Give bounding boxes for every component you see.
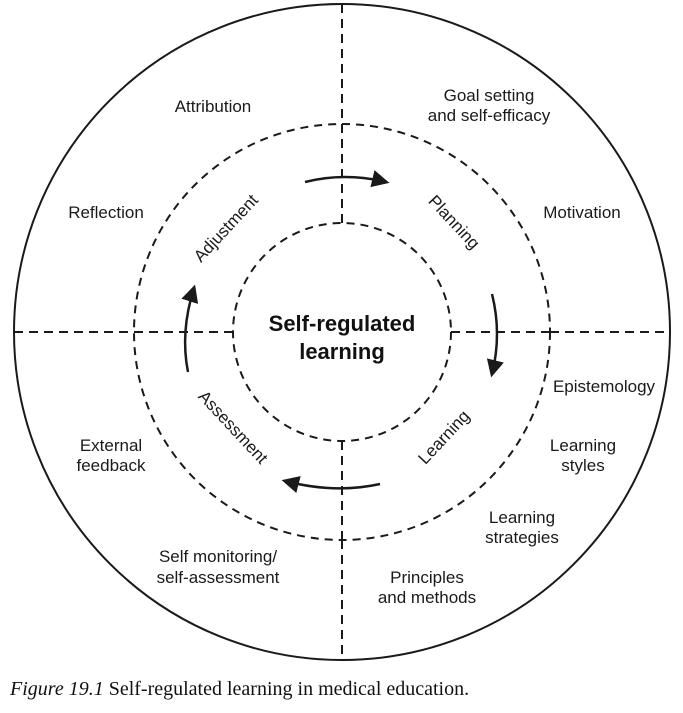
- label-learning-styles-line1: Learning: [550, 436, 616, 455]
- arrow-assessment-to-adjustment: [181, 284, 199, 373]
- arrow-adjustment-to-planning: [304, 170, 390, 188]
- center-title-line1: Self-regulated: [269, 311, 416, 336]
- label-learning-strategies-line2: strategies: [485, 528, 559, 547]
- arrow-learning-to-assessment: [281, 476, 381, 493]
- label-epistemology: Epistemology: [553, 377, 656, 396]
- label-learning-strategies-line1: Learning: [489, 508, 555, 527]
- label-learning-styles-line2: styles: [561, 456, 604, 475]
- arrow-planning-to-learning: [486, 293, 504, 378]
- label-external-feedback-line1: External: [80, 436, 142, 455]
- phase-adjustment: Adjustment: [190, 190, 262, 265]
- label-principles-line1: Principles: [390, 568, 464, 587]
- figure-number: Figure 19.1: [10, 678, 104, 700]
- label-goal-setting-line2: and self-efficacy: [428, 106, 551, 125]
- label-external-feedback-line2: feedback: [77, 456, 146, 475]
- phase-planning: Planning: [425, 192, 484, 253]
- label-self-monitoring-line1: Self monitoring/: [159, 547, 277, 566]
- figure-caption-text: Self-regulated learning in medical educa…: [108, 678, 470, 700]
- label-reflection: Reflection: [68, 203, 144, 222]
- figure-caption: Figure 19.1 Self-regulated learning in m…: [10, 678, 469, 701]
- phase-assessment: Assessment: [195, 387, 272, 468]
- center-title-line2: learning: [299, 339, 385, 364]
- label-goal-setting-line1: Goal setting: [444, 86, 535, 105]
- label-principles-line2: and methods: [378, 588, 476, 607]
- phase-learning: Learning: [414, 407, 473, 468]
- label-self-monitoring-line2: self-assessment: [157, 568, 280, 587]
- label-attribution: Attribution: [175, 97, 252, 116]
- srl-diagram: Self-regulated learning Adjustment Plann…: [13, 3, 671, 661]
- label-motivation: Motivation: [543, 203, 620, 222]
